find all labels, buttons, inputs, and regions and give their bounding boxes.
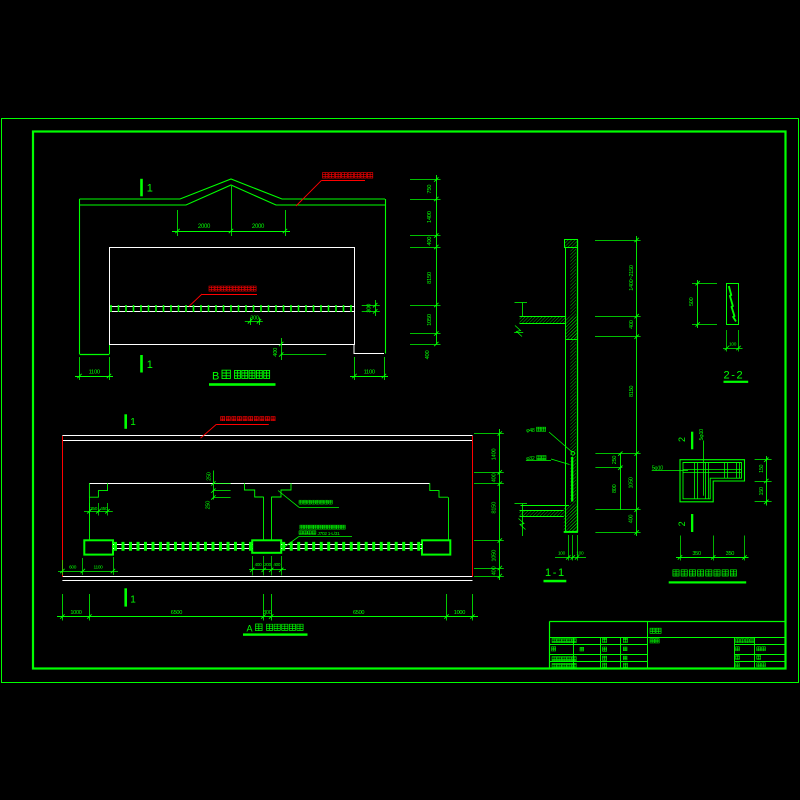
- svg-text:400: 400: [273, 348, 279, 357]
- svg-text:300: 300: [367, 304, 373, 313]
- svg-text:2: 2: [677, 521, 687, 526]
- svg-text:φ48: φ48: [526, 428, 535, 434]
- svg-text:1050: 1050: [628, 477, 634, 488]
- svg-text:2000: 2000: [198, 224, 211, 230]
- svg-text:500: 500: [689, 297, 695, 306]
- svg-text:600: 600: [69, 565, 77, 571]
- svg-text:6500: 6500: [171, 610, 182, 616]
- svg-text:2: 2: [677, 437, 687, 442]
- svg-text:300: 300: [250, 315, 259, 321]
- svg-text:150: 150: [759, 464, 765, 472]
- svg-text:400: 400: [255, 562, 263, 567]
- svg-text:1: 1: [147, 359, 153, 371]
- svg-text:150: 150: [759, 487, 765, 495]
- svg-text:400: 400: [628, 515, 634, 524]
- svg-text:2-2: 2-2: [724, 370, 745, 382]
- svg-text:2000: 2000: [252, 224, 265, 230]
- svg-text:350: 350: [726, 551, 735, 557]
- svg-text:400: 400: [629, 320, 635, 329]
- svg-text:1100: 1100: [93, 565, 103, 571]
- svg-text:100: 100: [576, 550, 584, 556]
- svg-text:8150: 8150: [491, 502, 497, 514]
- svg-text:250: 250: [612, 456, 618, 465]
- svg-text:B: B: [212, 371, 219, 383]
- svg-text:400: 400: [273, 562, 281, 567]
- svg-text:8150: 8150: [427, 272, 433, 284]
- svg-text:300: 300: [263, 610, 272, 616]
- svg-text:1400: 1400: [491, 449, 497, 461]
- svg-text:1000: 1000: [454, 610, 465, 616]
- svg-text:1400~2150: 1400~2150: [629, 265, 635, 291]
- svg-text:1400: 1400: [427, 211, 433, 223]
- svg-text:400: 400: [491, 474, 497, 483]
- svg-text:1100: 1100: [364, 369, 375, 375]
- svg-text:450: 450: [100, 506, 108, 512]
- svg-text:200: 200: [264, 562, 272, 567]
- svg-text:350: 350: [692, 551, 701, 557]
- svg-text:5φ10: 5φ10: [652, 465, 664, 471]
- svg-text:1: 1: [147, 182, 153, 194]
- svg-text:1050: 1050: [491, 550, 497, 562]
- svg-text:1100: 1100: [89, 369, 100, 375]
- svg-text:6500: 6500: [353, 610, 364, 616]
- svg-text:350: 350: [90, 506, 98, 512]
- svg-text:400: 400: [425, 351, 431, 360]
- svg-text:400: 400: [427, 237, 433, 246]
- svg-text:1050: 1050: [427, 314, 433, 326]
- svg-text:A: A: [247, 623, 253, 633]
- svg-text:100: 100: [729, 342, 737, 348]
- svg-text:5φ10: 5φ10: [699, 429, 705, 441]
- svg-text:400: 400: [491, 567, 497, 576]
- svg-text:J702 1-L/31: J702 1-L/31: [318, 531, 341, 537]
- svg-text:8150: 8150: [629, 386, 635, 397]
- svg-text:1-1: 1-1: [545, 567, 566, 579]
- svg-text:1000: 1000: [70, 610, 81, 616]
- svg-text:250: 250: [206, 501, 212, 510]
- svg-text:800: 800: [612, 484, 618, 493]
- svg-text:1: 1: [130, 594, 136, 605]
- svg-text:100: 100: [558, 550, 566, 556]
- svg-text:1: 1: [130, 417, 136, 428]
- svg-text:250: 250: [207, 472, 213, 481]
- svg-text:φ32: φ32: [526, 456, 535, 462]
- svg-text:750: 750: [427, 185, 433, 194]
